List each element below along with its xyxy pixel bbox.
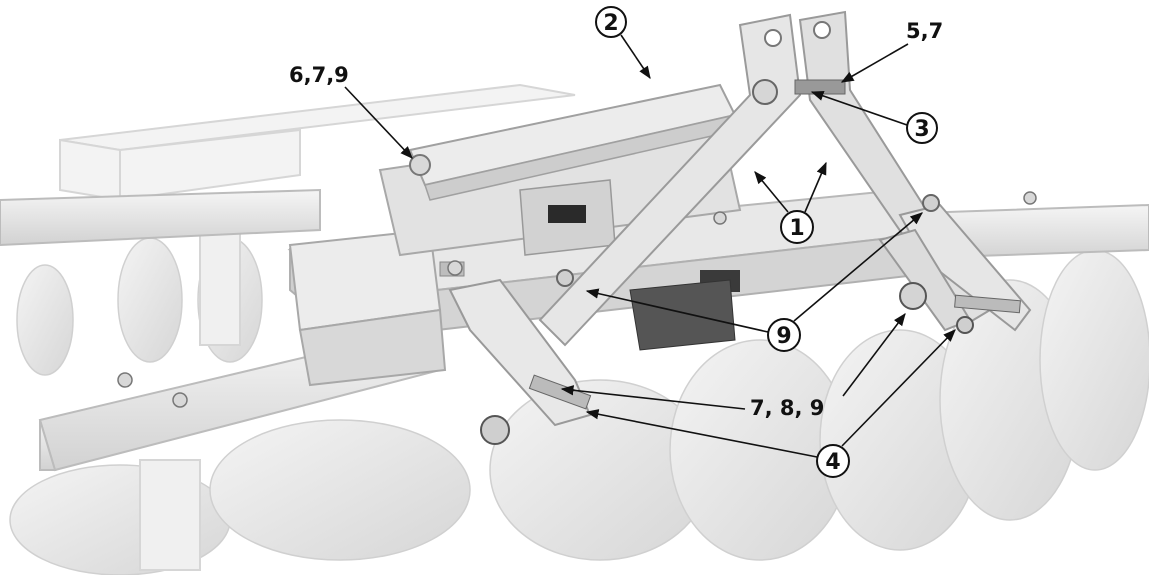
callout-1-label: 1 — [789, 216, 804, 241]
callout-7-8-9: 7, 8, 9 — [560, 312, 906, 420]
callout-5-7: 5,7 — [840, 19, 943, 83]
callout-4-label: 4 — [825, 450, 840, 475]
rear-frame — [59, 83, 576, 571]
callout-2: 2 — [595, 6, 651, 80]
callout-6-7-9-label: 6,7,9 — [289, 63, 349, 87]
callout-6-7-9: 6,7,9 — [289, 63, 413, 159]
callout-3-label: 3 — [914, 117, 929, 142]
callout-9: 9 — [585, 212, 923, 352]
bolts — [117, 191, 1037, 408]
callout-5-7-label: 5,7 — [906, 19, 943, 43]
callout-3: 3 — [810, 90, 938, 144]
callout-2-label: 2 — [603, 11, 618, 36]
right-lower-bracket — [878, 194, 1032, 334]
callout-1: 1 — [754, 161, 827, 244]
machine-illustration — [0, 10, 1149, 576]
callouts: 2 5,7 6,7,9 3 1 9 — [289, 6, 956, 478]
callout-9-label: 9 — [776, 324, 791, 349]
callout-4: 4 — [585, 329, 956, 478]
callout-7-8-9-label: 7, 8, 9 — [750, 396, 824, 420]
